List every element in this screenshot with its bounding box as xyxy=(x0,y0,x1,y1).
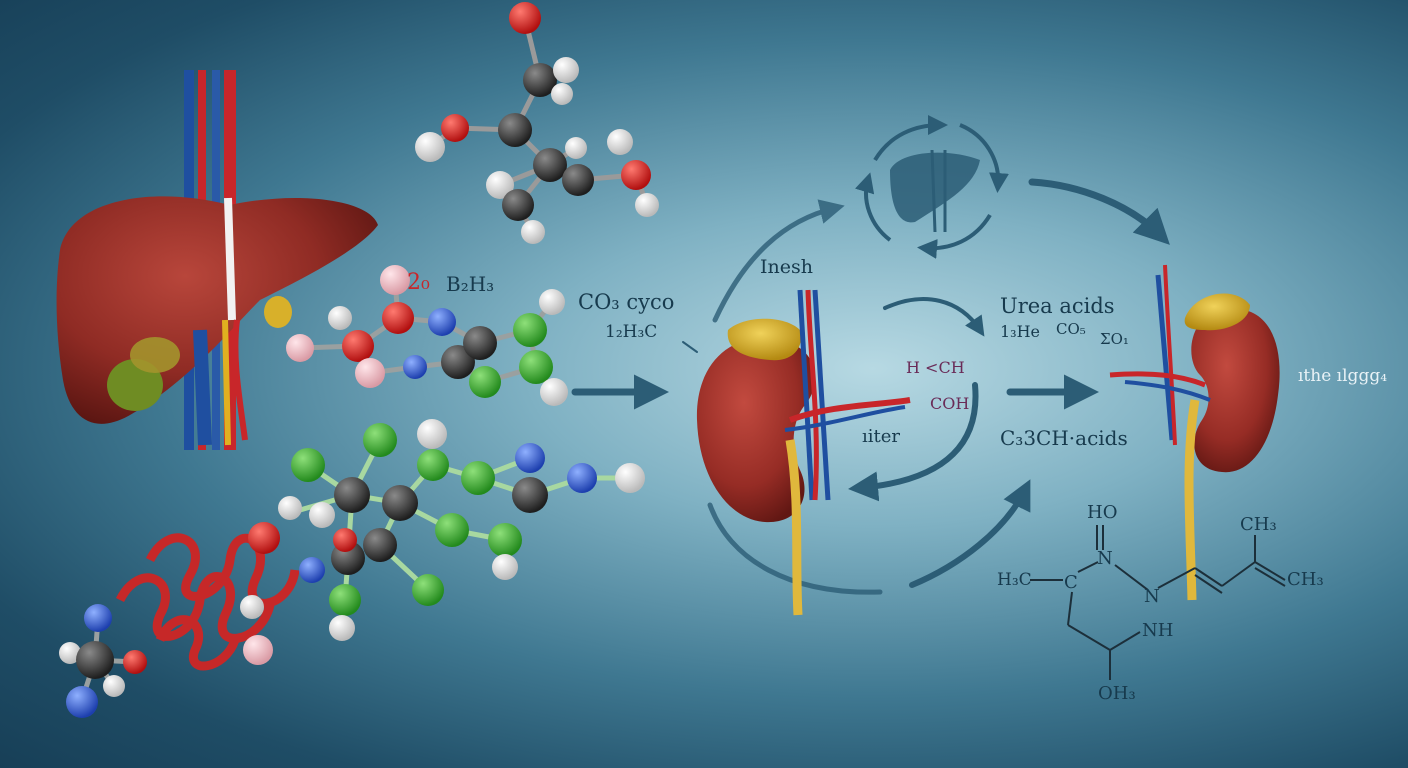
label-b2h3: B₂H₃ xyxy=(446,272,495,296)
kidney-right xyxy=(1109,264,1280,601)
structural-formula xyxy=(1030,525,1286,680)
falciform-ligament xyxy=(224,197,236,321)
label-c3ch-acids: C₃3CH·acids xyxy=(1000,426,1128,450)
label-inesh: Inesh xyxy=(760,256,813,278)
label-h-ch: H <CH xyxy=(906,358,965,377)
kidney-body xyxy=(696,338,816,523)
label-co5: CO₅ xyxy=(1056,320,1086,338)
molecule-middle xyxy=(286,265,568,406)
label-l2h3c: 1₂H₃C xyxy=(605,322,658,342)
molecule-lower xyxy=(240,419,645,665)
label-eo1: ΣO₁ xyxy=(1100,330,1129,348)
formula-n1: N xyxy=(1097,548,1113,569)
label-coh: COH xyxy=(930,394,970,413)
formula-nh: NH xyxy=(1142,620,1174,641)
kidney-body-right xyxy=(1191,308,1280,473)
renal-artery xyxy=(788,397,911,423)
label-the-lggg: ıthe ılggg₄ xyxy=(1298,366,1388,386)
label-urea-acids: Urea acids xyxy=(1000,294,1115,318)
molecule-small xyxy=(59,604,147,718)
process-arrows xyxy=(571,178,1170,595)
formula-n2: N xyxy=(1144,586,1160,607)
formula-h3c: H₃C xyxy=(997,570,1032,590)
formula-c: C xyxy=(1064,572,1078,593)
label-co3-cyco: CO₃ cyco xyxy=(578,290,675,314)
liver xyxy=(56,70,378,450)
ureter xyxy=(785,439,803,616)
label-liter: ıiter xyxy=(862,426,901,447)
formula-ho: HO xyxy=(1087,502,1118,523)
formula-oh3: OH₃ xyxy=(1098,683,1136,704)
kidney-center xyxy=(696,289,911,616)
formula-ch3-top: CH₃ xyxy=(1240,514,1277,535)
label-red-2: 2₀ xyxy=(407,270,430,295)
label-l3he: 1₃He xyxy=(1000,322,1041,341)
liver-cycle-icon xyxy=(854,115,1009,259)
adrenal-gland xyxy=(727,318,801,361)
molecule-top xyxy=(415,2,659,244)
formula-ch3-right: CH₃ xyxy=(1287,569,1324,590)
